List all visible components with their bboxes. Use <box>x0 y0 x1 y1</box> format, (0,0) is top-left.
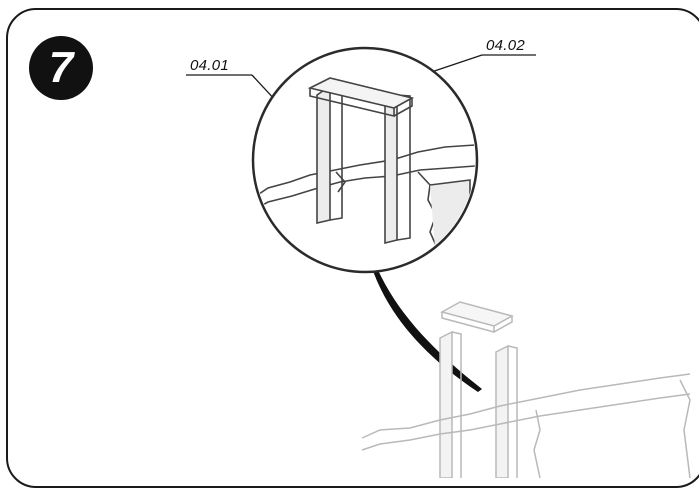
installation-diagram <box>186 46 691 478</box>
magnifier-tail <box>372 268 482 392</box>
step-number: 7 <box>48 43 74 92</box>
magnifier-circle <box>251 46 479 274</box>
faded-assembly <box>361 301 691 478</box>
magnifier-detail <box>251 46 479 274</box>
step-number-badge: 7 <box>29 36 93 100</box>
callout-label-04-01: 04.01 <box>190 57 230 74</box>
callout-label-04-02: 04.02 <box>486 37 526 54</box>
